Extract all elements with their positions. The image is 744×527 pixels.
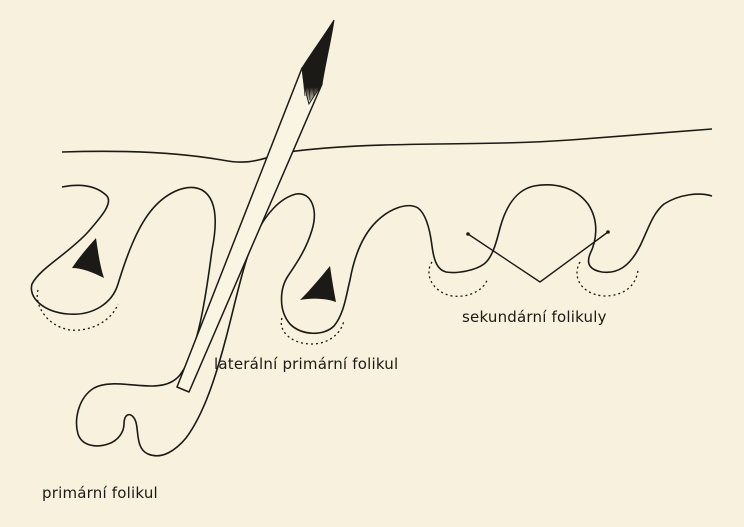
secondary-pointer-dot-left [466, 232, 470, 236]
lateral-bulb-dermal-sheath [281, 318, 344, 344]
secondary-follicle-pointer-lines [468, 232, 608, 282]
label-lateral-primary-follicle: laterální primární folikul [214, 355, 398, 373]
label-primary-follicle: primární folikul [42, 484, 158, 502]
label-secondary-follicles: sekundární folikuly [462, 308, 607, 326]
lateral-hair-bulb [300, 266, 336, 302]
secondary-follicle-right-sheath [577, 262, 638, 296]
hair-shaft [177, 68, 322, 392]
epidermis-follicle-outline [31, 185, 712, 456]
skin-surface-line [62, 129, 712, 162]
secondary-pointer-dot-right [606, 230, 610, 234]
left-hair-bulb [72, 238, 104, 278]
